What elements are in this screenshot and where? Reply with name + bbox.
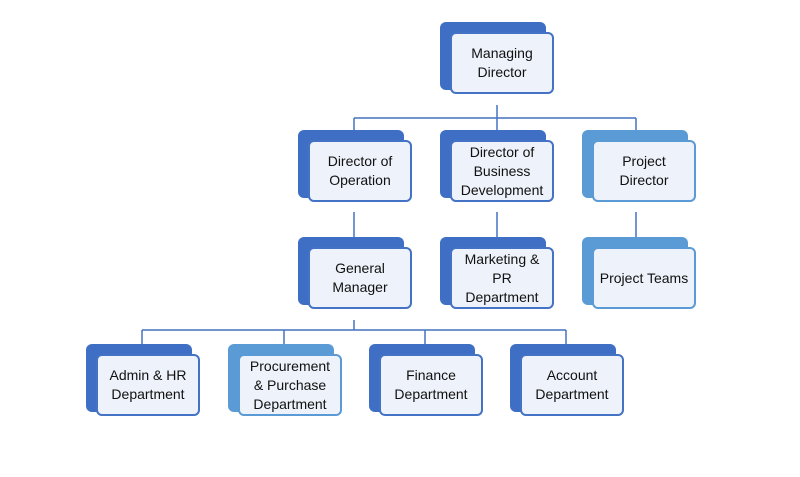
project-teams-label: Project Teams <box>599 269 689 286</box>
node-finance: Finance Department <box>369 344 485 418</box>
director-operation-label: Director of Operation <box>327 153 393 188</box>
node-project-teams: Project Teams <box>582 237 698 311</box>
node-admin-hr: Admin & HR Department <box>86 344 202 418</box>
procurement-label: Procurement & Purchase Department <box>249 357 331 412</box>
node-director-business: Director of Business Development <box>440 130 556 204</box>
director-business-label: Director of Business Development <box>460 143 544 198</box>
managing-director-label: Managing Director <box>471 45 533 80</box>
node-marketing-pr: Marketing & PR Department <box>440 237 556 311</box>
node-director-operation: Director of Operation <box>298 130 414 204</box>
account-label: Account Department <box>535 367 609 402</box>
node-project-director: Project Director <box>582 130 698 204</box>
finance-label: Finance Department <box>394 367 468 402</box>
general-manager-label: General Manager <box>332 260 388 295</box>
node-general-manager: General Manager <box>298 237 414 311</box>
marketing-pr-label: Marketing & PR Department <box>464 250 540 305</box>
node-managing-director: Managing Director <box>440 22 556 96</box>
node-procurement: Procurement & Purchase Department <box>228 344 344 418</box>
admin-hr-label: Admin & HR Department <box>109 367 187 402</box>
project-director-label: Project Director <box>619 153 669 188</box>
node-account: Account Department <box>510 344 626 418</box>
